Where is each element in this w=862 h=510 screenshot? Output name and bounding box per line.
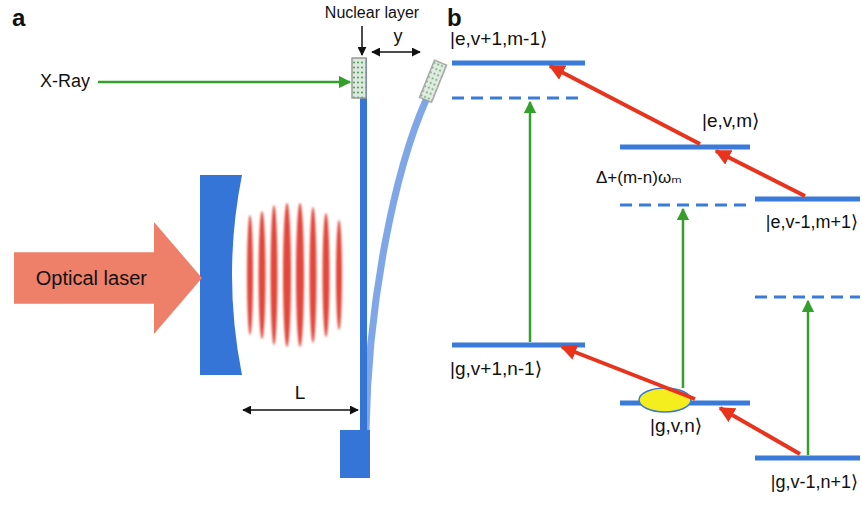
state-label: |g,v+1,n-1⟩ xyxy=(450,358,542,380)
pointer-arrow xyxy=(361,26,363,55)
xray-beam xyxy=(98,81,350,84)
state-label: |e,v,m⟩ xyxy=(702,110,759,132)
state-label: |e,v+1,m-1⟩ xyxy=(450,28,547,50)
state-label: |g,v-1,n+1⟩ xyxy=(771,472,858,493)
cavity-field xyxy=(247,203,342,347)
state-label: Δ+(m-n)ωₘ xyxy=(596,168,682,188)
energy-levels xyxy=(452,63,860,458)
part-label: L xyxy=(295,382,306,404)
displaced-nuclear-layer xyxy=(420,60,447,102)
part-label: Nuclear layer xyxy=(325,4,419,22)
laser-label: Optical laser xyxy=(36,267,147,290)
phonon-transitions xyxy=(550,66,805,454)
cantilever-base xyxy=(340,430,370,478)
virtual-levels xyxy=(452,98,860,297)
nuclear-layer xyxy=(352,58,366,98)
state-label: |g,v,n⟩ xyxy=(650,415,702,437)
displacement-arrow xyxy=(372,51,420,53)
state-label: |e,v-1,m+1⟩ xyxy=(766,212,858,233)
arrow-outline xyxy=(14,222,202,334)
cantilever xyxy=(360,58,367,438)
part-label: y xyxy=(394,26,403,47)
bent-cantilever xyxy=(366,100,426,432)
xray-transitions xyxy=(530,102,808,455)
panel-letter: b xyxy=(447,4,462,32)
part-label: X-Ray xyxy=(40,71,90,92)
cavity-mirror xyxy=(200,175,242,375)
laser-arrow: Optical laser xyxy=(14,222,202,334)
panel-letter: a xyxy=(12,4,25,32)
length-arrow xyxy=(243,409,358,411)
population xyxy=(639,388,691,412)
